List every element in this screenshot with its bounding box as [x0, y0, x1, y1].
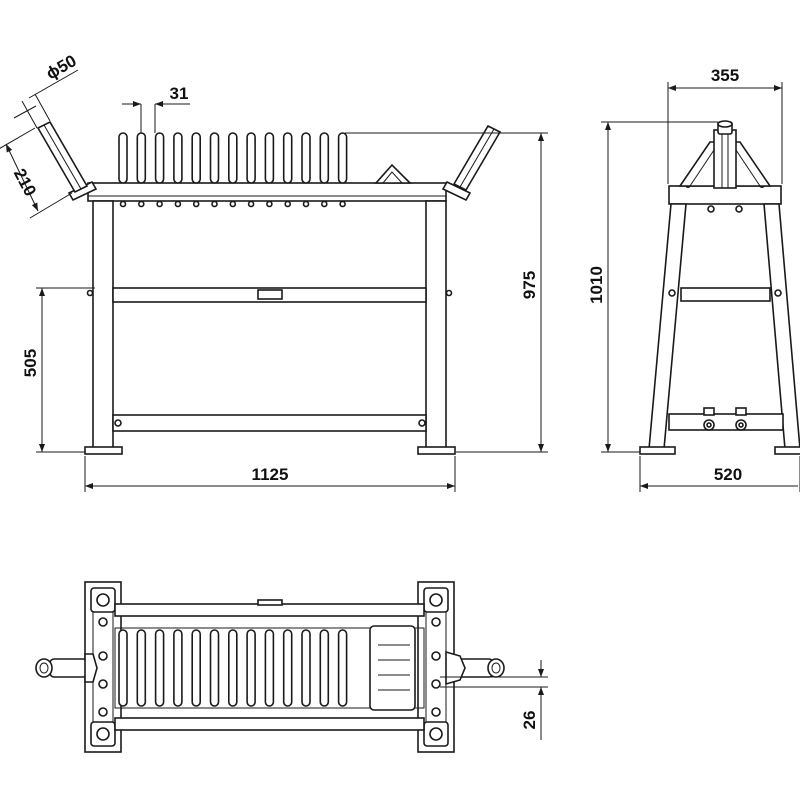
- side-right-foot: [774, 446, 800, 455]
- front-peg-bolt: [339, 200, 346, 208]
- front-view: [36, 120, 502, 455]
- dim-diameter: ϕ50: [43, 51, 80, 83]
- dim-side-depth-top: 355: [711, 66, 739, 85]
- front-peg-bolt: [211, 200, 218, 208]
- side-left-foot: [639, 446, 676, 455]
- front-peg-bolt: [229, 200, 237, 208]
- top-triangle-holder: [369, 625, 416, 711]
- top-pegs: [118, 629, 348, 707]
- front-logo-plate: [257, 289, 283, 300]
- front-peg: [228, 132, 238, 184]
- front-left-foot: [84, 446, 123, 455]
- front-peg: [319, 132, 330, 184]
- top-peg: [191, 629, 201, 707]
- top-front-rail: [114, 717, 425, 731]
- front-peg: [136, 132, 147, 184]
- top-peg: [282, 629, 293, 707]
- dim-peg-length: 210: [10, 165, 40, 199]
- dim-side-height: 1010: [587, 266, 606, 304]
- top-peg: [228, 629, 238, 707]
- front-peg: [173, 132, 183, 184]
- front-right-leg: [425, 200, 447, 452]
- top-peg: [301, 629, 311, 707]
- front-left-angled-peg: [36, 120, 98, 202]
- dim-front-height: 975: [520, 271, 539, 299]
- top-peg: [209, 629, 220, 707]
- dim-width: 1125: [252, 465, 289, 484]
- dim-shelf-height: 505: [21, 349, 40, 377]
- front-peg: [282, 132, 293, 184]
- top-peg: [118, 629, 128, 707]
- front-peg: [118, 132, 128, 184]
- side-right-leg: [763, 203, 800, 450]
- side-center-post: [713, 129, 737, 189]
- top-peg: [264, 629, 275, 707]
- front-peg-bolt: [302, 200, 310, 208]
- side-left-leg: [648, 203, 687, 450]
- side-view: [639, 120, 800, 455]
- side-dimensions: 355 1010 520: [587, 66, 800, 492]
- front-top-rail: [87, 182, 447, 202]
- top-peg: [319, 629, 330, 707]
- front-peg: [264, 132, 275, 184]
- top-peg: [173, 629, 183, 707]
- top-peg: [246, 629, 256, 707]
- top-view: [35, 581, 505, 753]
- dim-bar-offset: 26: [520, 711, 539, 730]
- front-peg-bolt: [138, 200, 145, 208]
- front-peg-bolt: [320, 200, 328, 208]
- top-peg: [154, 629, 165, 707]
- front-triangle-holder: [374, 163, 412, 184]
- top-peg: [337, 629, 348, 707]
- front-left-leg: [92, 200, 114, 452]
- side-crossbar: [680, 287, 771, 302]
- top-left-side-peg: [35, 653, 98, 683]
- top-right-side-peg: [445, 650, 505, 686]
- top-peg: [136, 629, 147, 707]
- front-peg: [246, 132, 256, 184]
- front-bottom-bar: [112, 414, 427, 432]
- front-peg: [209, 132, 220, 184]
- front-peg-bolt: [174, 200, 182, 208]
- front-peg-bolt: [156, 200, 163, 208]
- dim-side-depth-base: 520: [714, 465, 742, 484]
- side-bottom-bar: [668, 413, 784, 431]
- front-right-angled-peg: [441, 124, 502, 202]
- front-peg-bolt: [247, 200, 255, 208]
- front-peg: [154, 132, 165, 184]
- front-peg-bolt: [284, 200, 292, 208]
- front-peg: [301, 132, 311, 184]
- front-peg: [191, 132, 201, 184]
- front-peg: [337, 132, 348, 184]
- front-peg-bolt: [266, 200, 273, 208]
- dim-peg-spacing: 31: [170, 84, 189, 103]
- front-right-foot: [417, 446, 456, 455]
- front-peg-bolt: [192, 200, 200, 208]
- top-dimensions: 26: [440, 660, 548, 740]
- front-peg-bolt: [119, 200, 127, 208]
